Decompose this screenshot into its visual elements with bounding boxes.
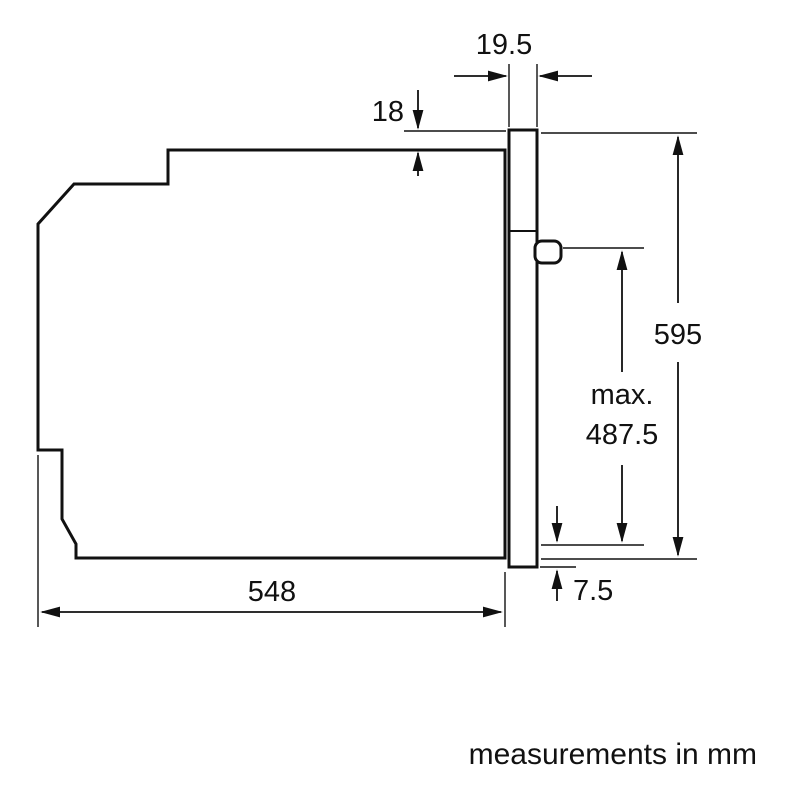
dim-max-height: max. 487.5: [541, 247, 659, 546]
unit-note: measurements in mm: [469, 738, 757, 771]
dim-total-height: 595: [541, 132, 702, 560]
label-max-prefix: max.: [591, 379, 654, 411]
dim-top-offset: 18: [372, 90, 506, 176]
label-top-offset: 18: [372, 96, 404, 128]
label-bottom-offset: 7.5: [573, 575, 613, 607]
dim-panel-depth: 19.5: [454, 29, 592, 127]
dim-bottom-offset: 7.5: [540, 506, 613, 607]
oven-chassis-outline: [36, 148, 507, 560]
oven-handle: [533, 239, 563, 265]
label-total-height: 595: [654, 319, 702, 351]
label-body-depth: 548: [248, 576, 296, 608]
oven-front-panel: [507, 128, 539, 569]
dim-body-depth: 548: [37, 455, 506, 627]
label-max-value: 487.5: [586, 419, 659, 451]
label-panel-depth: 19.5: [476, 29, 532, 61]
oven-body: [36, 128, 563, 569]
